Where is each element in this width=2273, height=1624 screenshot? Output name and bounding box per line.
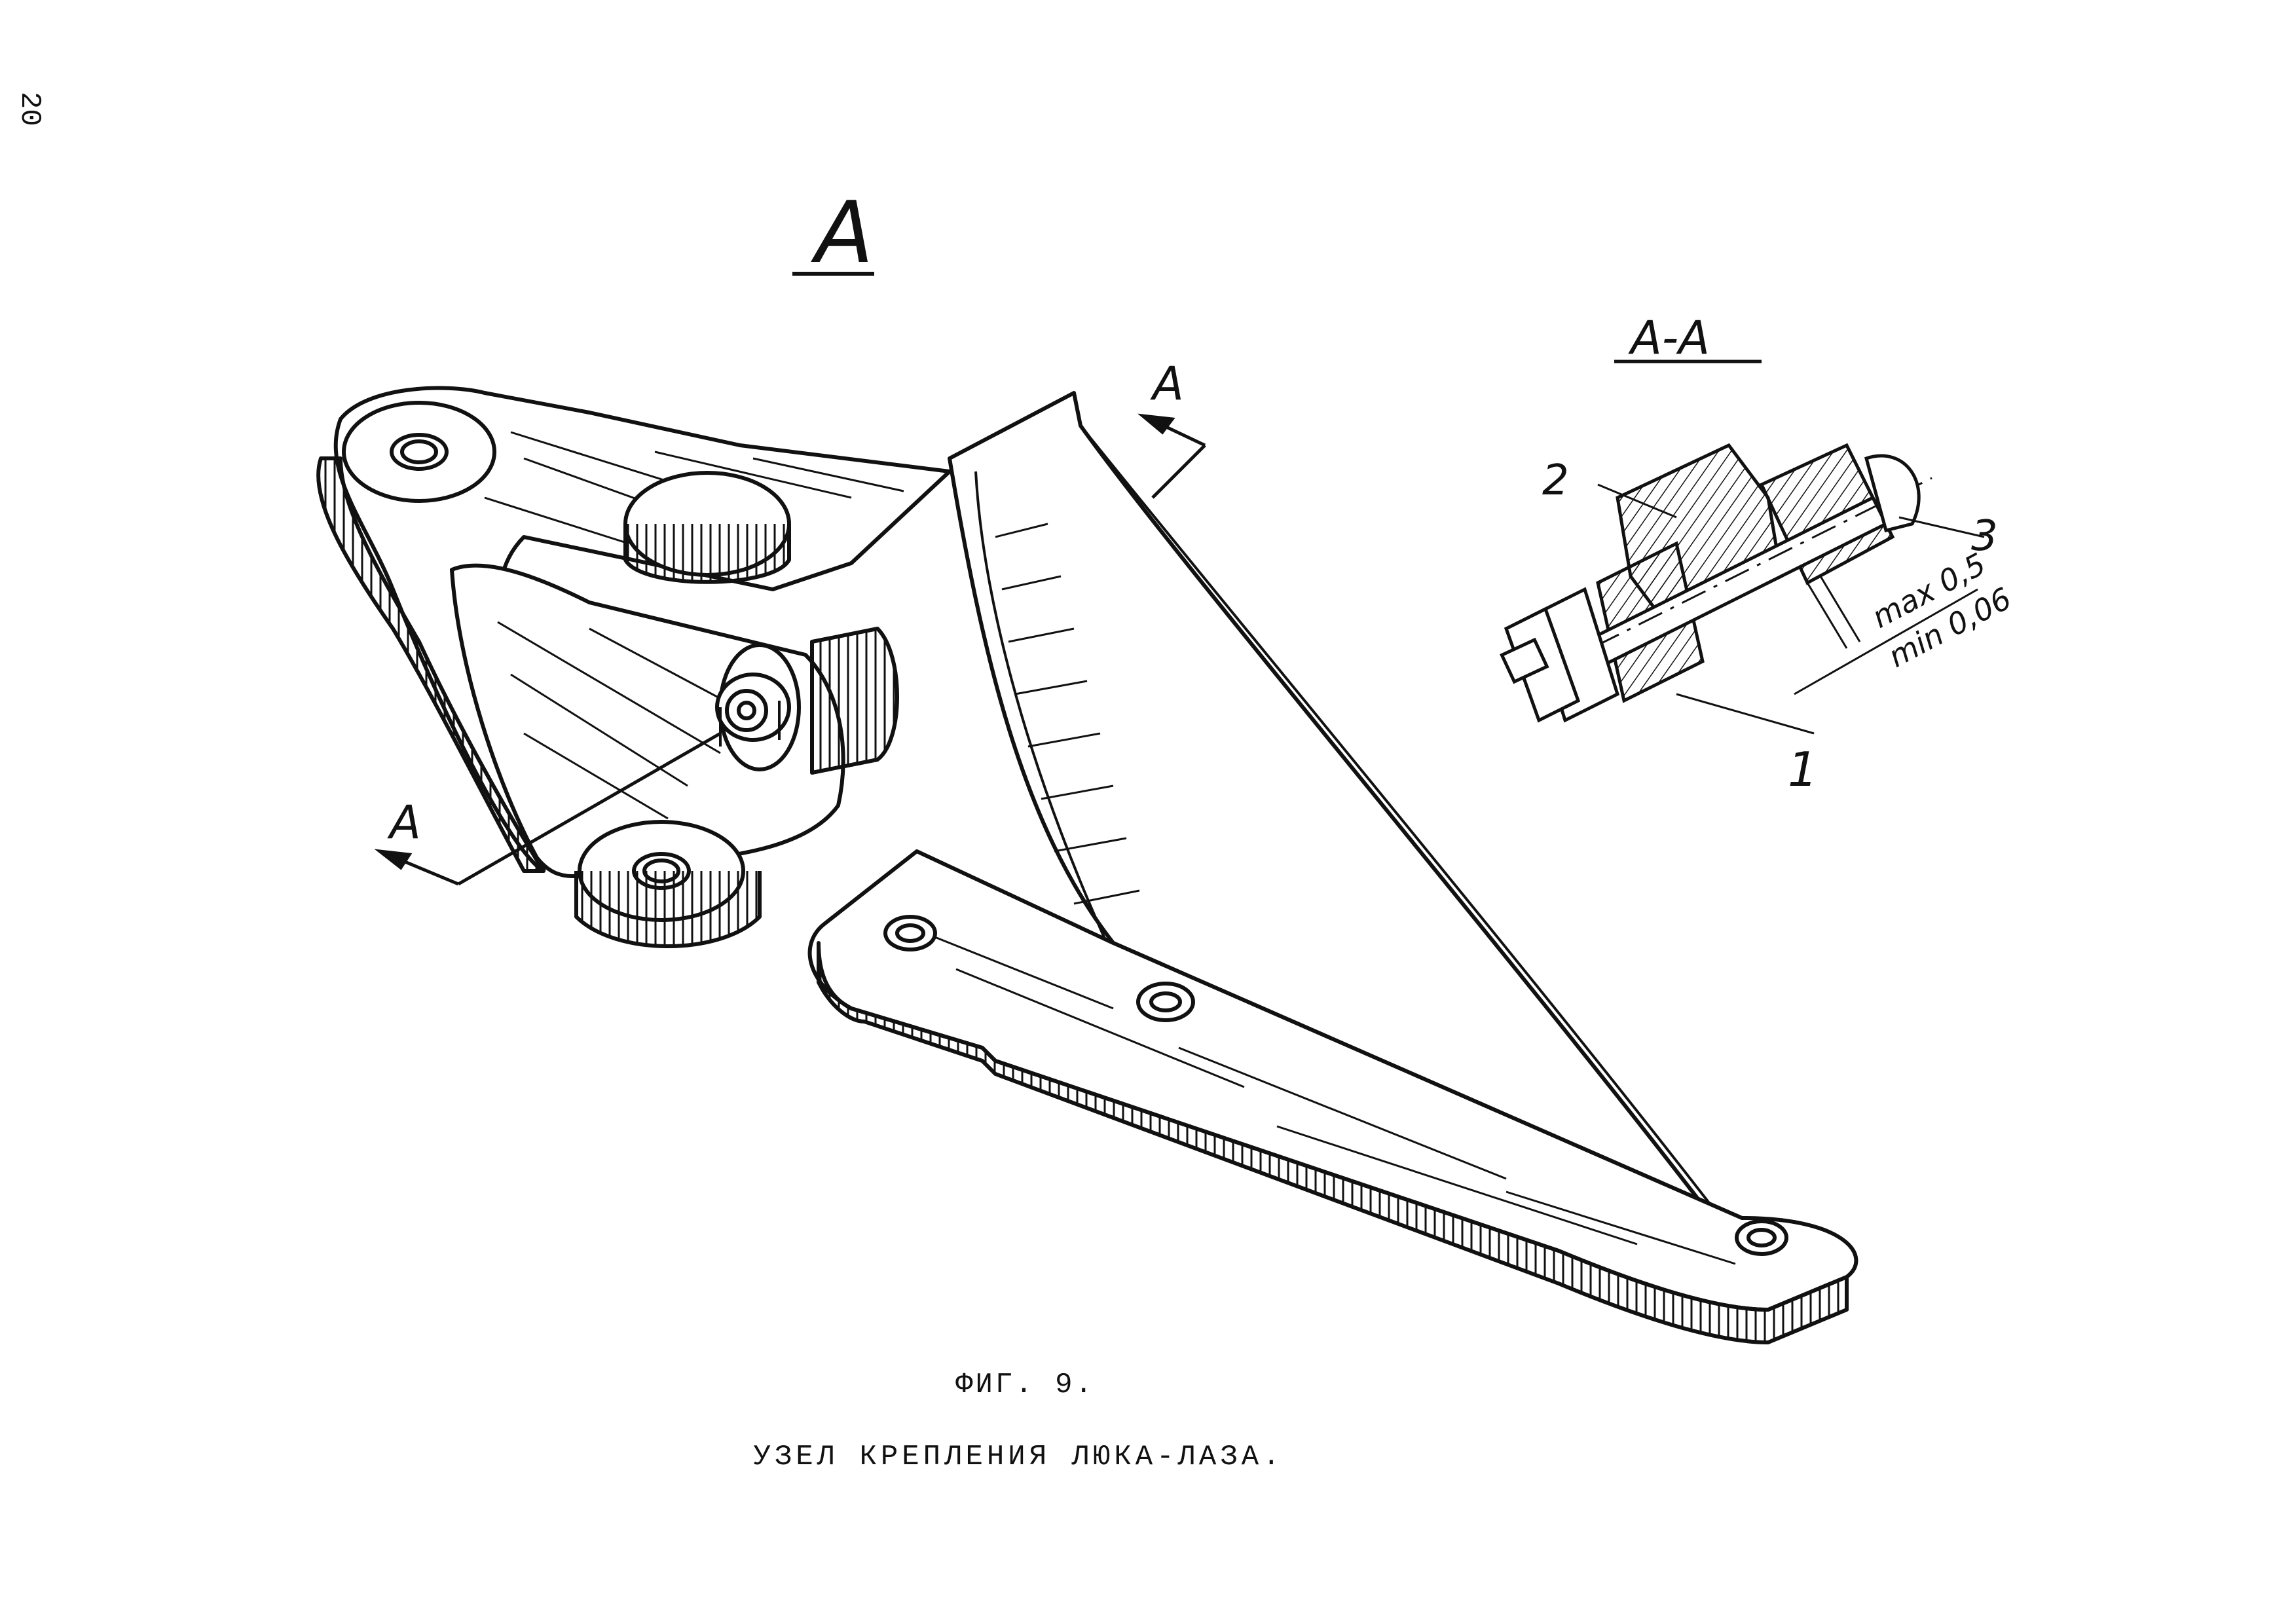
callout-1: 1 — [1788, 742, 1818, 797]
section-cut-lower: A — [374, 731, 722, 886]
view-label-text: A — [811, 183, 874, 282]
figure-title: УЗЕЛ КРЕПЛЕНИЯ ЛЮКА-ЛАЗА. — [753, 1441, 1284, 1473]
rib — [948, 391, 1744, 1220]
section-label: A-A — [1628, 311, 1710, 365]
view-label-a: A — [792, 183, 874, 282]
cut-label-lower: A — [387, 796, 421, 849]
callout-2: 2 — [1542, 456, 1569, 505]
figure-number: ФИГ. 9. — [955, 1369, 1095, 1401]
bracket-assembly — [316, 386, 1858, 1344]
section-cut-upper: A — [1137, 357, 1206, 499]
castle-nut — [715, 673, 791, 747]
cut-label-upper: A — [1150, 357, 1184, 411]
section-a-a: A-A 2 3 1 max 0,5 — [1500, 311, 2017, 797]
callout-3: 3 — [1971, 512, 1998, 561]
